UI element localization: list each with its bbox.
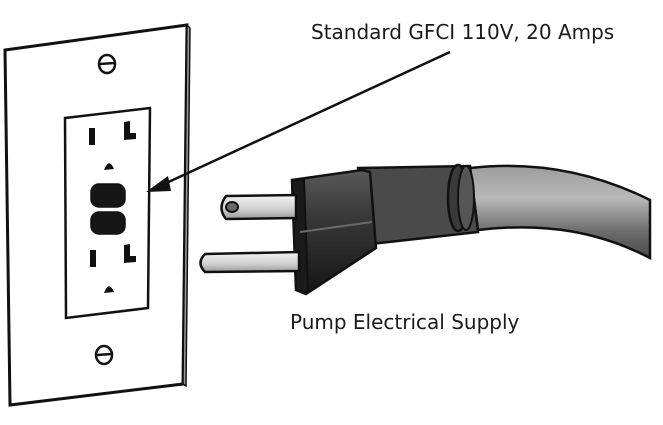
receptacle-slot-icon [124,121,136,140]
receptacle-slot-icon [90,250,96,267]
wall-plate [3,23,191,407]
pump-supply-label: Pump Electrical Supply [290,310,520,334]
plug-prong [220,193,298,221]
gfci-receptacle [63,106,152,320]
plug-icon [199,163,480,296]
receptacle-slot-icon [89,128,95,145]
receptacle-ground-icon [104,163,114,170]
receptacle-ground-icon [104,286,114,293]
receptacle-slot-icon [124,244,136,263]
screw-icon [94,344,114,366]
plate-edge [182,23,191,388]
cord-icon [468,164,652,261]
gfci-button-icon [90,183,126,208]
arrow-icon [146,50,451,192]
screw-icon [97,53,117,75]
gfci-button-icon [90,211,126,235]
plug-ground-prong [199,250,301,274]
gfci-label: Standard GFCI 110V, 20 Amps [311,20,615,44]
